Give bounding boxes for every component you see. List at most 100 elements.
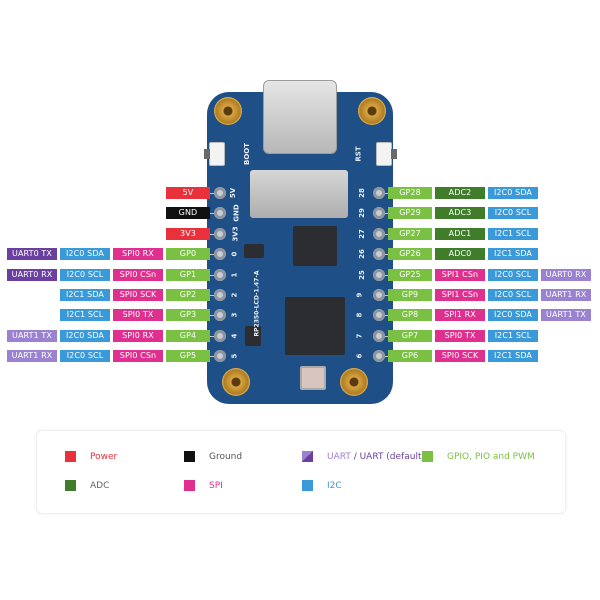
legend-swatch-icon bbox=[65, 480, 76, 491]
pin-silk-label: 2 bbox=[230, 292, 239, 298]
legend-swatch-icon bbox=[422, 451, 433, 462]
pin-function-label: UART1 TX bbox=[7, 329, 57, 342]
pin-function-label: I2C0 SCL bbox=[488, 268, 538, 281]
legend-item: Power bbox=[65, 451, 117, 462]
legend-swatch-icon bbox=[302, 480, 313, 491]
usb-c-connector bbox=[263, 80, 337, 154]
transistor-chip bbox=[245, 326, 261, 346]
regulator-chip bbox=[244, 244, 264, 258]
pin-label: GP4 bbox=[166, 329, 210, 342]
pin-function-label: UART1 RX bbox=[7, 350, 57, 363]
pin-pad-icon bbox=[214, 309, 226, 322]
legend-item: UART / UART (default) bbox=[302, 451, 425, 462]
reset-button bbox=[376, 142, 397, 166]
pin-silk-label: 27 bbox=[357, 228, 366, 239]
pin-label: GP9 bbox=[388, 289, 432, 301]
pin-pad-icon bbox=[214, 268, 226, 281]
pin-silk-label: 4 bbox=[230, 333, 239, 339]
mounting-hole-icon bbox=[358, 97, 386, 125]
legend-item: ADC bbox=[65, 480, 109, 491]
pin-silk-label: 9 bbox=[355, 292, 364, 298]
pin-function-label: SPI0 RX bbox=[113, 248, 163, 261]
pin-function-label: UART1 TX bbox=[541, 309, 591, 322]
pin-function-label: UART0 TX bbox=[7, 248, 57, 261]
pin-function-label: SPI1 CSn bbox=[435, 268, 485, 281]
pin-function-label: I2C1 SDA bbox=[488, 350, 538, 363]
boot-button bbox=[204, 142, 225, 166]
pin-pad-icon bbox=[214, 227, 226, 240]
pin-pad-icon bbox=[373, 268, 385, 281]
pin-silk-label: GND bbox=[232, 204, 241, 223]
pin-silk-label: 7 bbox=[355, 333, 364, 339]
pin-function-label: ADC3 bbox=[435, 207, 485, 220]
legend-item: I2C bbox=[302, 480, 342, 491]
pin-label: 5V bbox=[166, 187, 210, 199]
rp2350-chip bbox=[285, 297, 345, 355]
pin-silk-label: 0 bbox=[230, 251, 239, 257]
pin-silk-label: 6 bbox=[355, 353, 364, 359]
pin-function-label: I2C1 SDA bbox=[488, 248, 538, 261]
pin-function-label: I2C0 SCL bbox=[488, 289, 538, 301]
pin-pad-icon bbox=[214, 289, 226, 301]
legend-label: SPI bbox=[209, 480, 223, 491]
pin-label: GP7 bbox=[388, 329, 432, 342]
legend-swatch-icon bbox=[65, 451, 76, 462]
pin-function-label: SPI0 CSn bbox=[113, 268, 163, 281]
mounting-hole-icon bbox=[340, 368, 368, 396]
legend-swatch-icon bbox=[302, 451, 313, 462]
mounting-hole-icon bbox=[214, 97, 242, 125]
pin-pad-icon bbox=[373, 309, 385, 322]
pin-label: GP6 bbox=[388, 350, 432, 363]
pin-function-label: SPI0 CSn bbox=[113, 350, 163, 363]
pin-label: GP8 bbox=[388, 309, 432, 322]
legend-label: UART bbox=[327, 451, 351, 462]
pin-function-label: ADC1 bbox=[435, 227, 485, 240]
pin-function-label: SPI0 SCK bbox=[435, 350, 485, 363]
sd-card-slot bbox=[250, 170, 348, 218]
pin-silk-label: 5 bbox=[230, 353, 239, 359]
rst-silk-label: RST bbox=[354, 146, 363, 162]
pin-function-label: I2C1 SCL bbox=[60, 309, 110, 322]
legend-label: GPIO, PIO and PWM bbox=[447, 451, 535, 462]
boot-silk-label: BOOT bbox=[243, 142, 252, 166]
legend-label: I2C bbox=[327, 480, 342, 491]
pin-function-label: I2C1 SCL bbox=[488, 329, 538, 342]
board-name-silk: RP2350-LCD-1.47-A bbox=[253, 270, 261, 337]
pin-function-label: I2C0 SDA bbox=[60, 248, 110, 261]
legend-label: ADC bbox=[90, 480, 110, 491]
pin-function-label: I2C0 SDA bbox=[488, 309, 538, 322]
pin-pad-icon bbox=[214, 207, 226, 220]
pin-silk-label: 1 bbox=[230, 272, 239, 278]
pin-silk-label: 3V3 bbox=[231, 226, 240, 242]
legend-item: GPIO, PIO and PWM bbox=[422, 451, 535, 462]
pin-label: GP0 bbox=[166, 248, 210, 261]
pin-function-label: SPI0 SCK bbox=[113, 289, 163, 301]
legend-item: Ground bbox=[184, 451, 242, 462]
pin-label: GP28 bbox=[388, 187, 432, 199]
pin-silk-label: 3 bbox=[230, 312, 239, 318]
pin-function-label: ADC2 bbox=[435, 187, 485, 199]
pin-function-label: UART0 RX bbox=[7, 268, 57, 281]
pin-label: GND bbox=[166, 207, 210, 220]
pin-pad-icon bbox=[373, 289, 385, 301]
pin-silk-label: 8 bbox=[355, 312, 364, 318]
pin-label: GP26 bbox=[388, 248, 432, 261]
pin-silk-label: 5V bbox=[229, 187, 238, 199]
mounting-hole-icon bbox=[222, 368, 250, 396]
pin-silk-label: 25 bbox=[357, 269, 366, 280]
legend-label-default: / UART (default) bbox=[350, 451, 425, 462]
pin-pad-icon bbox=[214, 248, 226, 261]
pin-label: 3V3 bbox=[166, 227, 210, 240]
pin-pad-icon bbox=[373, 350, 385, 363]
pin-function-label: SPI0 TX bbox=[435, 329, 485, 342]
pin-pad-icon bbox=[214, 350, 226, 363]
pin-label: GP2 bbox=[166, 289, 210, 301]
pin-function-label: SPI1 CSn bbox=[435, 289, 485, 301]
pin-function-label: SPI0 TX bbox=[113, 309, 163, 322]
legend-swatch-icon bbox=[184, 451, 195, 462]
pin-function-label: ADC0 bbox=[435, 248, 485, 261]
pin-label: GP1 bbox=[166, 268, 210, 281]
legend-swatch-icon bbox=[184, 480, 195, 491]
pin-pad-icon bbox=[373, 329, 385, 342]
pin-function-label: I2C1 SDA bbox=[60, 289, 110, 301]
